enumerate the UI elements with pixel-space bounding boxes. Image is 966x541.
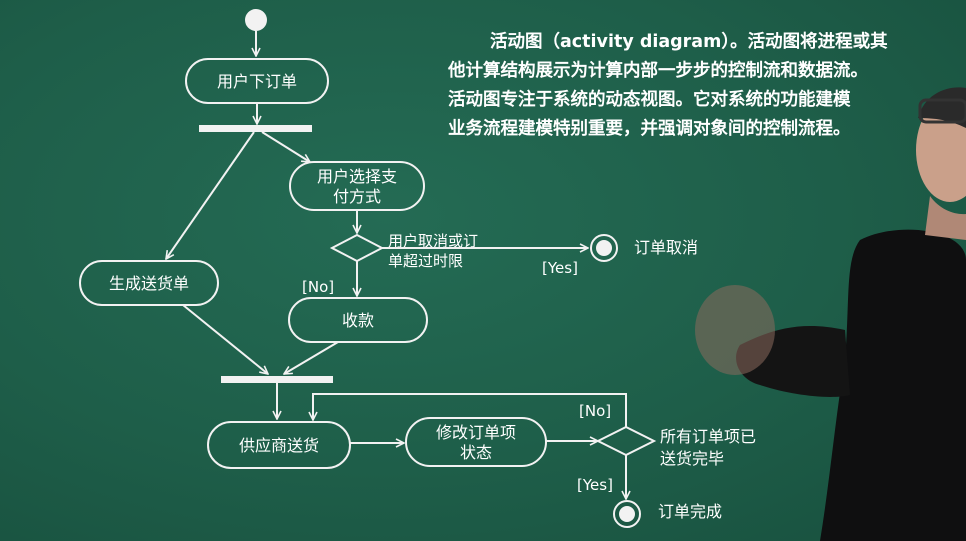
end-node-cancelled — [590, 234, 618, 262]
presenter-head — [916, 98, 966, 202]
end-node-cancelled-core — [596, 240, 612, 256]
action-choose-payment-label-1: 用户选择支 — [317, 167, 397, 186]
guard-yes-cancel: [Yes] — [542, 259, 578, 277]
edge-fork-to-delivery — [166, 131, 255, 259]
action-collect-payment — [288, 297, 428, 343]
action-collect-payment-label: 收款 — [342, 311, 374, 330]
start-node — [245, 9, 267, 31]
presenter-body — [820, 229, 966, 541]
edge-delivery-to-join — [182, 304, 268, 374]
presenter-hair — [918, 87, 966, 128]
decision-cancel-condition-2: 单超过时限 — [388, 252, 463, 270]
description-text: 活动图（activity diagram）。活动图将进程或其 他计算结构展示为计… — [448, 28, 948, 144]
guard-no-collect: [No] — [302, 278, 334, 296]
action-generate-delivery-label: 生成送货单 — [109, 274, 189, 293]
action-modify-status-label-2: 状态 — [460, 443, 492, 462]
action-supplier-ship — [207, 421, 351, 469]
description-line-3: 活动图专注于系统的动态视图。它对系统的功能建模 — [448, 90, 851, 110]
edge-fork-to-payment — [261, 131, 310, 162]
presenter-glasses — [918, 98, 966, 124]
edge-collect-to-join — [284, 341, 339, 374]
presenter-hand — [695, 285, 775, 375]
end-label-cancelled: 订单取消 — [634, 238, 698, 257]
end-label-complete: 订单完成 — [658, 502, 722, 521]
decision-all-shipped-condition-2: 送货完毕 — [660, 449, 724, 468]
description-line-2: 他计算结构展示为计算内部一步步的控制流和数据流。 — [448, 61, 868, 81]
description-line-4: 业务流程建模特别重要，并强调对象间的控制流程。 — [448, 119, 851, 139]
decision-cancel-condition-1: 用户取消或订 — [388, 232, 478, 250]
action-user-order-label: 用户下订单 — [217, 72, 297, 91]
decision-all-shipped-condition-1: 所有订单项已 — [660, 427, 756, 446]
guard-yes-complete: [Yes] — [577, 476, 613, 494]
action-generate-delivery — [79, 260, 219, 306]
action-modify-status-label-1: 修改订单项 — [436, 423, 516, 442]
edge-loop-back-no — [313, 393, 627, 427]
description-line-1: 活动图（activity diagram）。活动图将进程或其 — [490, 32, 888, 52]
end-node-complete — [613, 500, 641, 528]
action-supplier-ship-label: 供应商送货 — [239, 436, 319, 455]
fork-bar — [199, 125, 312, 132]
join-bar — [221, 376, 333, 383]
end-node-complete-core — [619, 506, 635, 522]
guard-no-loop: [No] — [579, 402, 611, 420]
presenter-neck — [925, 196, 966, 240]
action-choose-payment-label-2: 付方式 — [333, 187, 381, 206]
